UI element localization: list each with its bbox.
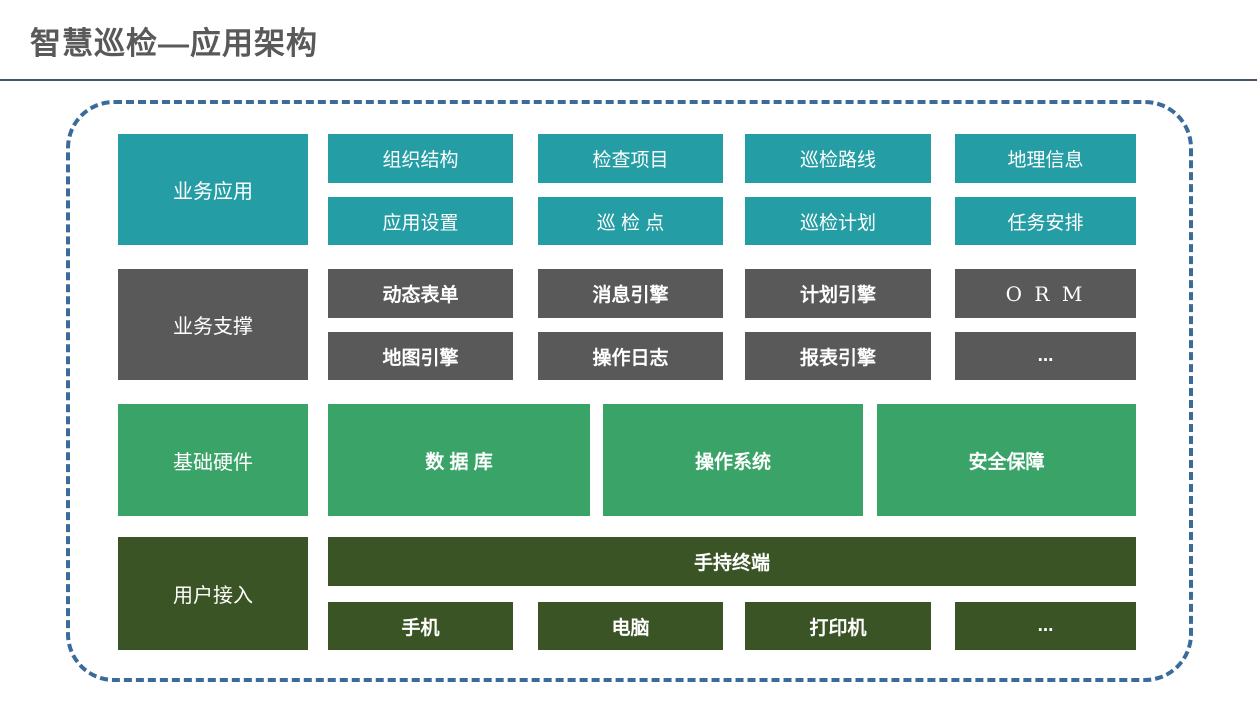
module-inspection-routes: 巡检路线 — [745, 134, 931, 183]
layer-label-basic-hardware: 基础硬件 — [118, 404, 308, 516]
module-more-support: ... — [955, 332, 1136, 380]
module-inspection-plans: 巡检计划 — [745, 197, 931, 245]
layer-label-business-application: 业务应用 — [118, 134, 308, 245]
module-operation-logs: 操作日志 — [538, 332, 723, 380]
layer-label-business-support: 业务支撑 — [118, 269, 308, 380]
module-more-devices: ... — [955, 602, 1136, 650]
module-app-settings: 应用设置 — [328, 197, 513, 245]
module-computer: 电脑 — [538, 602, 723, 650]
module-mobile-phone: 手机 — [328, 602, 513, 650]
module-plan-engine: 计划引擎 — [745, 269, 931, 318]
architecture-frame — [66, 100, 1193, 682]
module-inspection-points: 巡 检 点 — [538, 197, 723, 245]
page-title: 智慧巡检—应用架构 — [30, 26, 318, 61]
module-handheld-terminal: 手持终端 — [328, 537, 1136, 586]
module-geographic-info: 地理信息 — [955, 134, 1136, 183]
module-report-engine: 报表引擎 — [745, 332, 931, 380]
module-database: 数 据 库 — [328, 404, 590, 516]
layer-label-user-access: 用户接入 — [118, 537, 308, 650]
module-inspection-items: 检查项目 — [538, 134, 723, 183]
module-message-engine: 消息引擎 — [538, 269, 723, 318]
module-printer: 打印机 — [745, 602, 931, 650]
module-orm: O R M — [955, 269, 1136, 318]
module-security-assurance: 安全保障 — [877, 404, 1136, 516]
module-operating-system: 操作系统 — [603, 404, 863, 516]
title-divider — [0, 79, 1257, 81]
module-dynamic-forms: 动态表单 — [328, 269, 513, 318]
module-task-scheduling: 任务安排 — [955, 197, 1136, 245]
module-organization-structure: 组织结构 — [328, 134, 513, 183]
module-map-engine: 地图引擎 — [328, 332, 513, 380]
